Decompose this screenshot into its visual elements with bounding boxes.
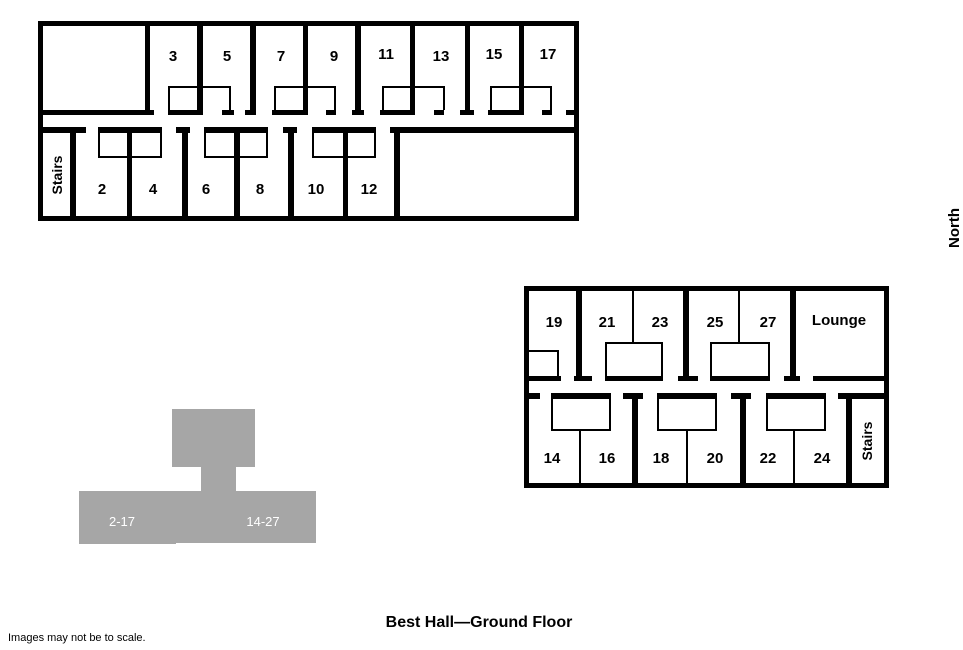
closet-lines-east-north — [529, 342, 770, 376]
stairs-west-label: Stairs — [49, 155, 65, 194]
room-2-label: 2 — [98, 181, 106, 198]
room-9-label: 9 — [330, 48, 338, 65]
key-map-west-wing — [79, 491, 176, 544]
room-20-label: 20 — [707, 450, 724, 467]
room-22-label: 22 — [760, 450, 777, 467]
plan-title: Best Hall—Ground Floor — [385, 614, 573, 631]
room-12-label: 12 — [361, 181, 378, 198]
room-19-label: 19 — [546, 314, 563, 331]
closet-lines-south — [98, 133, 376, 158]
lounge-label: Lounge — [812, 312, 866, 329]
room-17-label: 17 — [540, 46, 557, 63]
key-map-east-wing — [174, 491, 316, 543]
closet-lines-east-south — [551, 399, 826, 431]
room-13-label: 13 — [433, 48, 450, 65]
room-24-label: 24 — [814, 450, 831, 467]
room-25-label: 25 — [707, 314, 724, 331]
room-3-label: 3 — [169, 48, 177, 65]
key-map-north-block — [172, 409, 255, 467]
room-5-label: 5 — [223, 48, 231, 65]
room-18-label: 18 — [653, 450, 670, 467]
room-11-label: 11 — [378, 46, 394, 63]
room-14-label: 14 — [544, 450, 561, 467]
room-27-label: 27 — [760, 314, 777, 331]
stairs-east-label: Stairs — [859, 421, 875, 460]
room-23-label: 23 — [652, 314, 669, 331]
room-6-label: 6 — [202, 181, 210, 198]
room-4-label: 4 — [149, 181, 158, 198]
east-wing: 19 21 23 25 27 Lounge 14 16 18 20 22 24 … — [524, 286, 889, 488]
room-16-label: 16 — [599, 450, 616, 467]
room-8-label: 8 — [256, 181, 264, 198]
west-wing: 3 5 7 9 11 13 15 17 2 4 6 8 10 12 Stairs — [38, 21, 579, 221]
room-10-label: 10 — [308, 181, 325, 198]
room-15-label: 15 — [486, 46, 503, 63]
key-map-east-label: 14-27 — [246, 514, 279, 529]
closet-lines-north — [168, 86, 552, 110]
scale-note: Images may not be to scale. — [8, 632, 146, 644]
building-key-map: 2-17 14-27 — [79, 409, 316, 544]
room-7-label: 7 — [277, 48, 285, 65]
key-map-connector — [201, 466, 236, 492]
north-compass-label: North — [946, 208, 963, 248]
key-map-west-label: 2-17 — [109, 514, 135, 529]
room-21-label: 21 — [599, 314, 616, 331]
